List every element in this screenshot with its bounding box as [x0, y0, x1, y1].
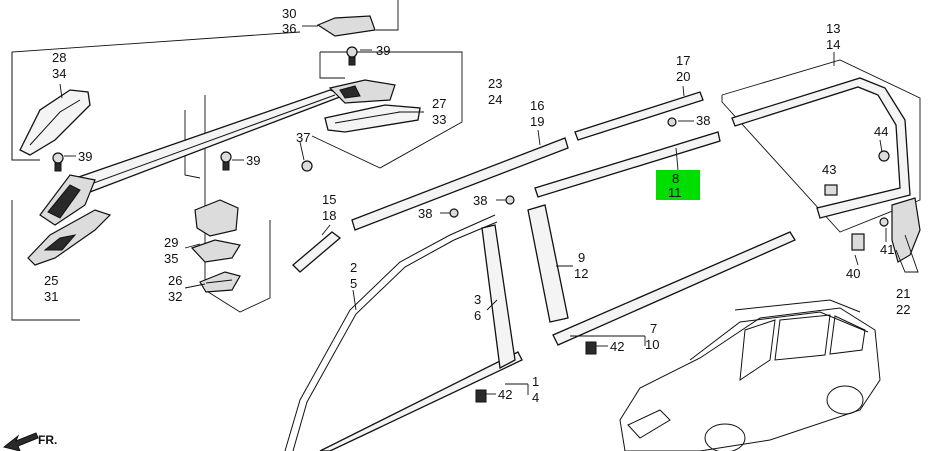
callout-37: 37 [296, 130, 310, 145]
callout-39-left: 39 [78, 149, 92, 164]
callout-38-mid: 38 [473, 193, 487, 208]
callout-39-mid: 39 [246, 153, 260, 168]
front-arrow-icon: FR. [2, 432, 57, 451]
rail-bracket-27 [324, 104, 421, 133]
callout-42-right: 42 [610, 339, 624, 354]
callout-38-right: 38 [696, 113, 710, 128]
callout-41: 41 [880, 242, 894, 257]
callout-39-top: 39 [376, 43, 390, 58]
front-marker-label: FR. [38, 433, 57, 447]
callout-44: 44 [874, 124, 888, 139]
rail-end-cap-front [19, 89, 91, 156]
pillar-garnish-9 [527, 204, 569, 323]
clips [52, 46, 890, 403]
bracket-29 [190, 199, 241, 263]
roof-rail [39, 89, 347, 226]
rail-end-cap-30 [316, 15, 376, 37]
vehicle-illustration [619, 299, 881, 451]
roof-molding-8 [534, 131, 721, 198]
rear-corner-garnish-21 [891, 197, 921, 263]
roof-molding-17 [574, 91, 704, 141]
roof-drip-molding-16 [351, 137, 569, 231]
molding-15 [292, 231, 342, 273]
front-door-sash-2 [284, 214, 498, 451]
quarter-window-molding-13 [731, 77, 911, 219]
rail-base-25 [27, 209, 112, 266]
leader-lines [59, 25, 919, 395]
callout-43: 43 [822, 162, 836, 177]
rail-bracket-23 [328, 79, 396, 104]
callout-40: 40 [846, 266, 860, 281]
front-door-belt-1 [319, 351, 523, 451]
callout-42-left: 42 [498, 387, 512, 402]
bracket-26 [199, 271, 241, 293]
pillar-garnish-3 [481, 224, 516, 370]
rear-door-belt-7 [552, 231, 796, 346]
callout-38-left: 38 [418, 206, 432, 221]
callout-highlight [656, 170, 700, 200]
